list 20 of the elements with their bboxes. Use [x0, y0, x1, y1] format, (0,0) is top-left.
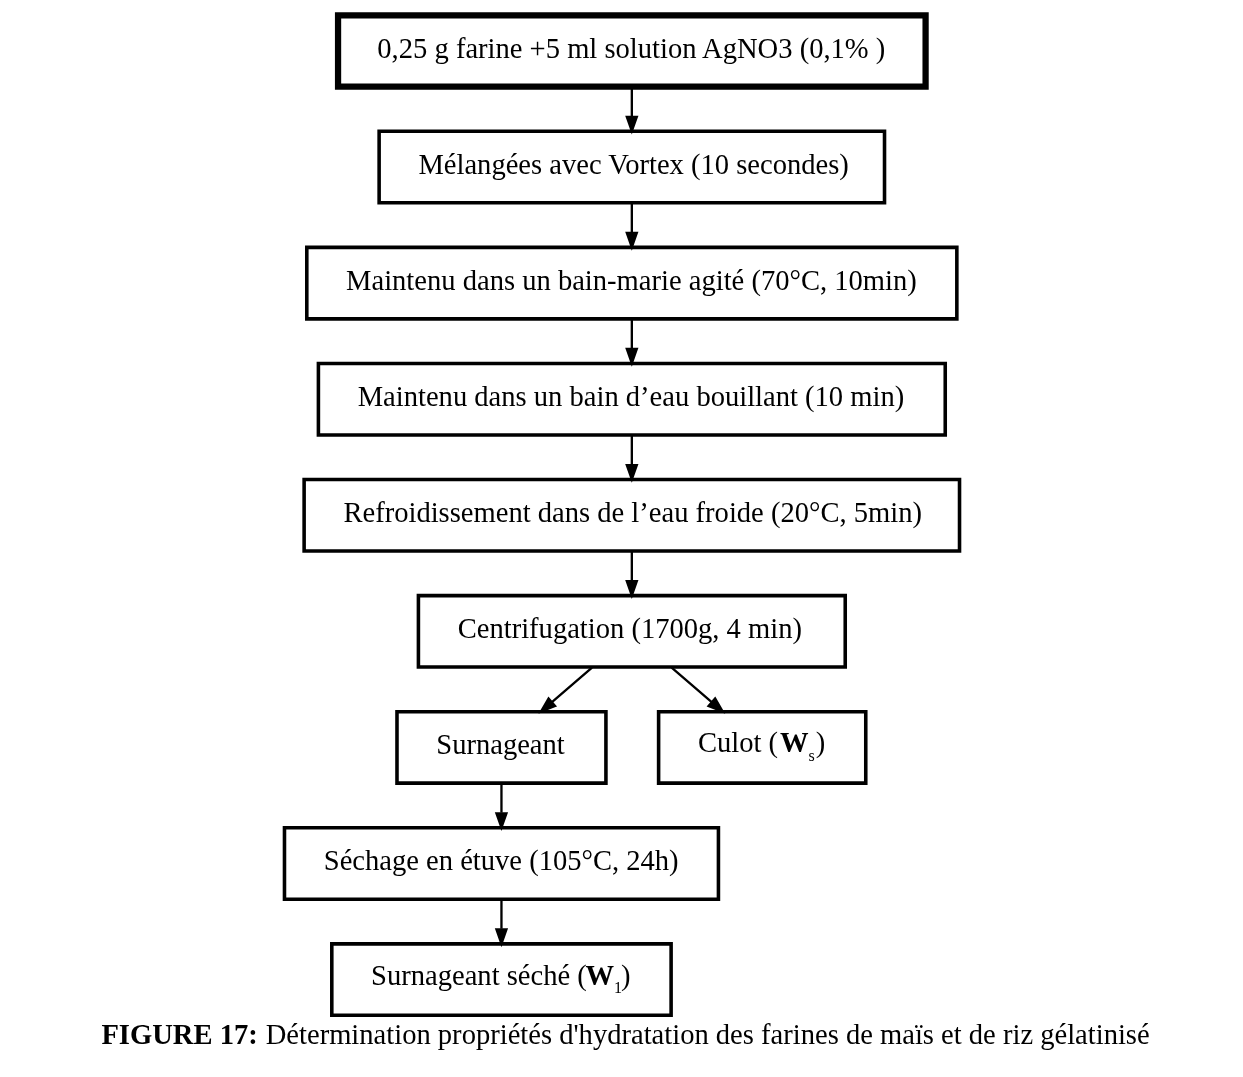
node-box: Maintenu dans un bain-marie agité (70°C, 10min)	[304, 245, 959, 321]
node-box: Surnageant séché (W$_{1}$)	[329, 942, 673, 1018]
node-box: Culot (W$_{s}$)	[656, 709, 868, 785]
node-box: Séchage en étuve (105°C, 24h)	[282, 826, 720, 902]
arrow	[624, 87, 638, 135]
node-box: Maintenu dans un bain d’eau bouillant (10 min)	[316, 361, 947, 437]
arrow	[494, 783, 508, 832]
node-box: Centrifugation (1700g, 4 min)	[416, 593, 847, 669]
arrow	[624, 435, 638, 483]
arrow	[494, 899, 508, 948]
node-box: 0,25 g farine +5 ml solution AgNO3 (0,1% )	[334, 12, 929, 90]
caption: FIGURE 17: Détermination propriétés d'hydratation des farines de maïs et de riz gélatinisé	[100, 1018, 1150, 1050]
arrow	[670, 666, 725, 714]
node-box: Refroidissement dans de l’eau froide (20°C, 5min)	[301, 477, 961, 553]
node-box: Surnageant	[394, 709, 608, 785]
arrow	[624, 551, 638, 599]
arrow	[624, 319, 638, 367]
arrow	[624, 203, 638, 251]
node-box: Mélangées avec Vortex (10 secondes)	[376, 129, 886, 205]
arrow	[537, 666, 593, 714]
